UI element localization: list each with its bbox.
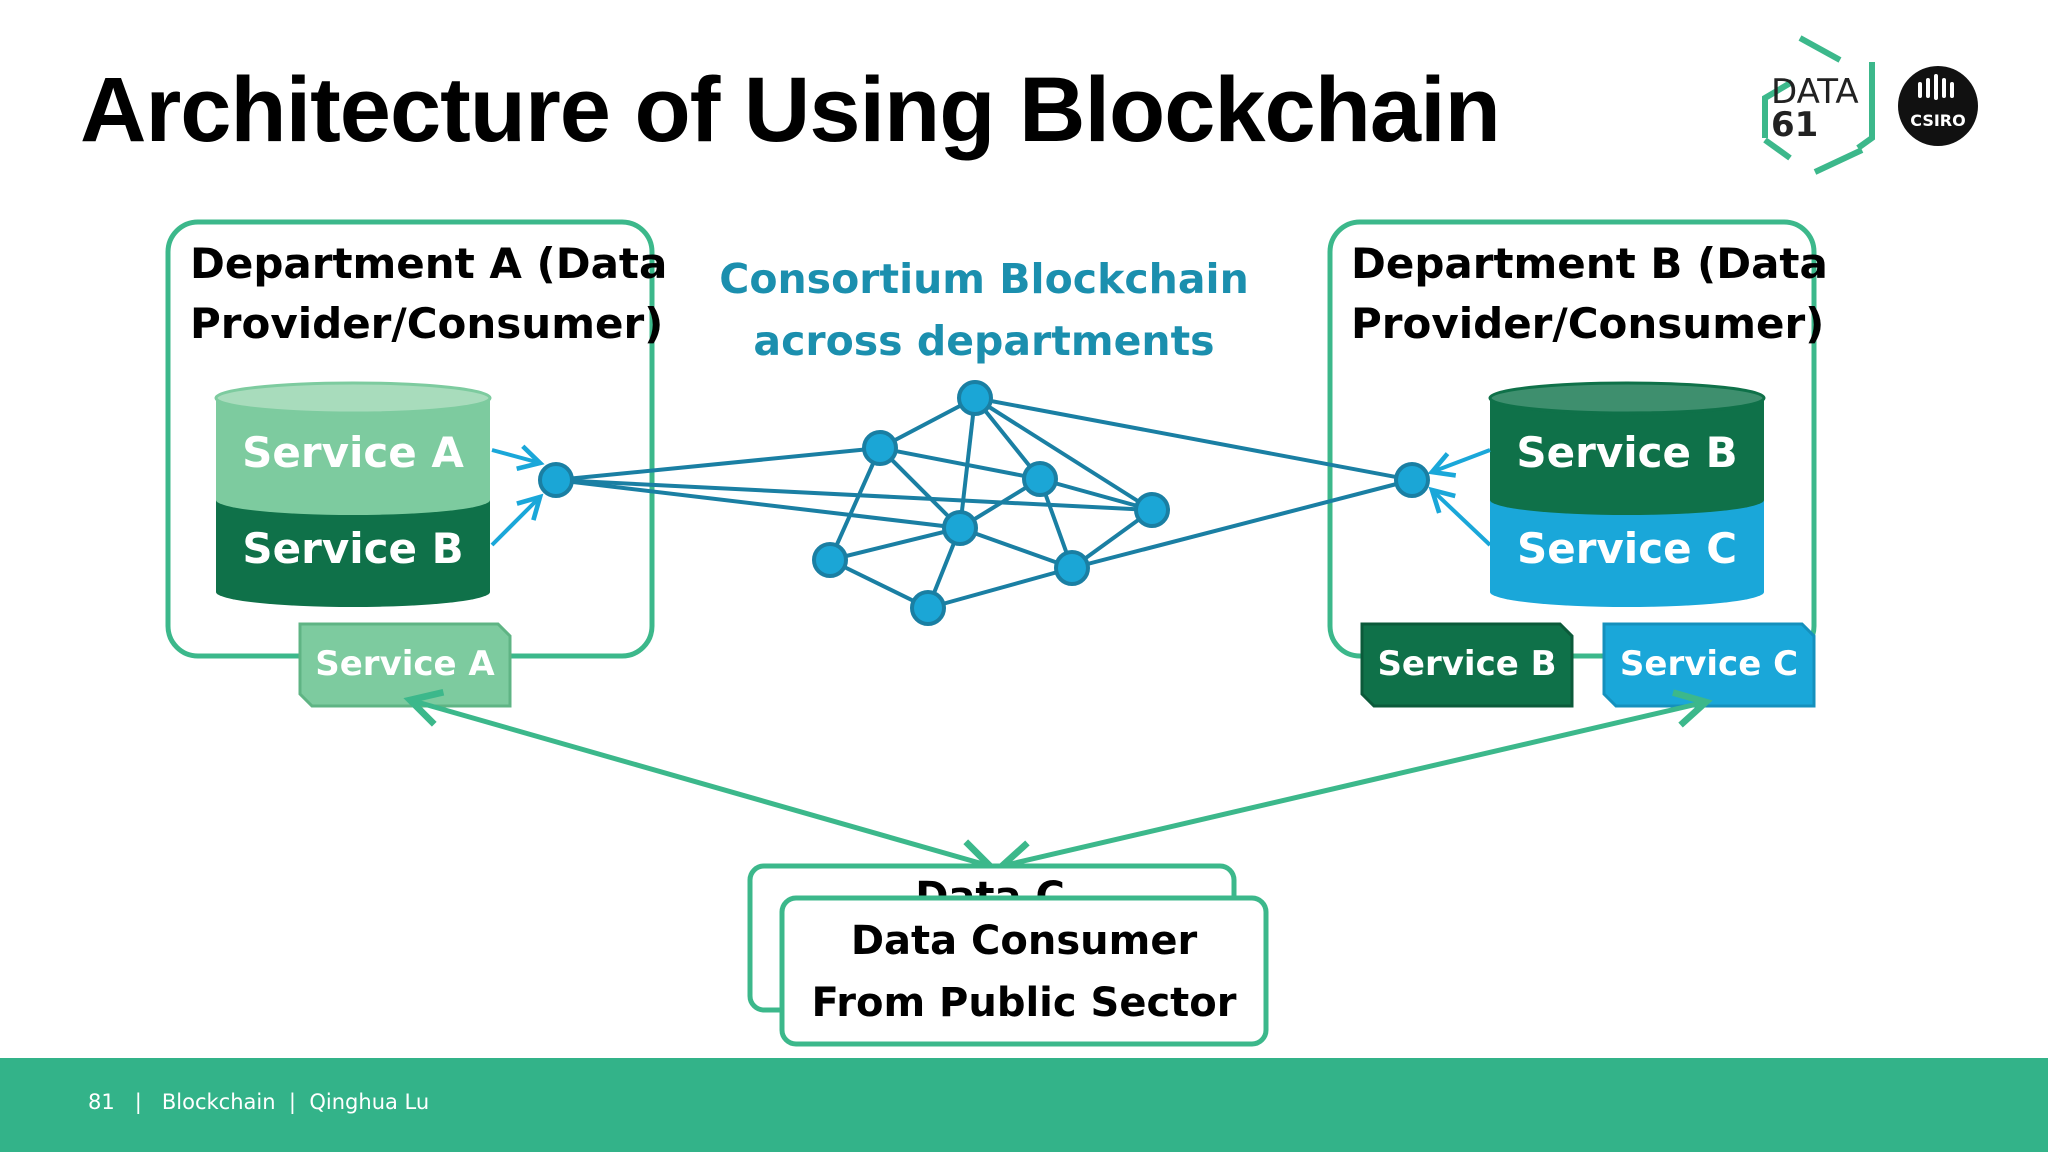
blockchain-node [1054,550,1090,586]
slide-title: Architecture of Using Blockchain [80,59,1501,161]
department-b-database [1488,381,1766,607]
footer-text: 81 | Blockchain | Qinghua Lu [88,1090,429,1114]
blockchain-node [942,510,978,546]
blockchain-node [812,542,848,578]
blockchain-node [1394,462,1430,498]
blockchain-node [957,380,993,416]
department-a-service-tab-label: Service A [315,644,495,684]
consumer-label-line1: Data Consumer [850,918,1198,964]
footer-author: Qinghua Lu [309,1090,430,1114]
department-b-cylinder-service-b: Service B [1516,428,1738,477]
blockchain-node [862,430,898,466]
consumer-label-line2: From Public Sector [811,980,1237,1026]
consumer-front-box [779,895,1269,1047]
department-a-database [214,381,492,607]
footer-separator: | [282,1090,303,1114]
data61-logo-line1: DATA [1771,72,1859,112]
footer-separator: | [121,1090,156,1114]
blockchain-links [555,396,1413,610]
department-a-label-line2: Provider/Consumer) [190,299,664,348]
department-a-cylinder-service-a: Service A [242,428,464,477]
blockchain-caption-line1: Consortium Blockchain [719,255,1249,303]
department-a-label-line1: Department A (Data [190,239,668,288]
csiro-logo: CSIRO [1898,66,1978,146]
blockchain-nodes [538,380,1430,626]
department-b-service-c-arrow [1432,490,1492,547]
department-b-label-line2: Provider/Consumer) [1351,299,1825,348]
data61-logo: DATA 61 [1762,35,1875,175]
department-b-service-c-tab-label: Service C [1619,644,1799,684]
consumer-to-service-a-arrow [410,700,990,866]
service-b-arrow [490,497,540,547]
department-b-service-b-tab-label: Service B [1377,644,1557,684]
blockchain-node [538,462,574,498]
data61-logo-line2: 61 [1771,105,1818,145]
department-b-label-line1: Department B (Data [1351,239,1828,288]
footer-topic: Blockchain [161,1090,276,1114]
service-a-arrow [491,450,540,463]
blockchain-node [910,590,946,626]
blockchain-node [1022,461,1058,497]
csiro-logo-text: CSIRO [1910,111,1965,130]
consumer-to-service-c-arrow [1002,702,1706,866]
footer-page-number: 81 [88,1090,115,1114]
blockchain-node [1134,492,1170,528]
department-a-cylinder-service-b: Service B [242,524,464,573]
blockchain-caption-line2: across departments [753,317,1215,365]
department-b-service-b-arrow [1432,448,1491,472]
department-b-cylinder-service-c: Service C [1516,524,1738,573]
footer-bar [0,1058,2048,1152]
